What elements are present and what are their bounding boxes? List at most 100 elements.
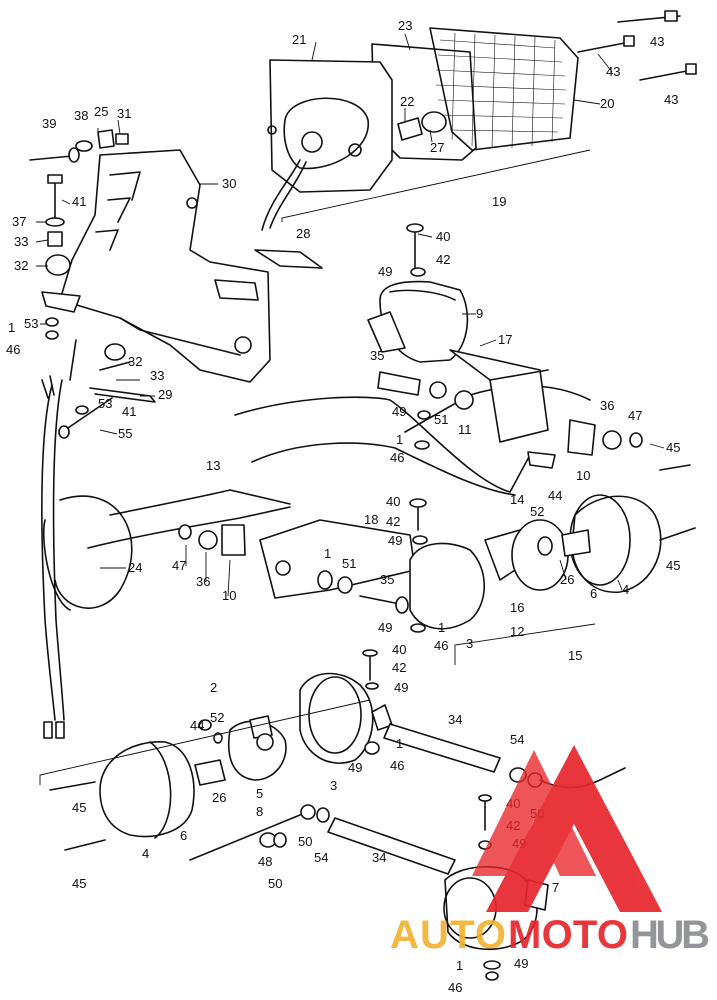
label-1: 1: [438, 620, 445, 635]
label-30: 30: [222, 176, 236, 191]
label-44: 44: [548, 488, 562, 503]
label-26: 26: [560, 572, 574, 587]
label-5: 5: [256, 786, 263, 801]
label-40: 40: [436, 229, 450, 244]
label-43: 43: [606, 64, 620, 79]
label-35: 35: [380, 572, 394, 587]
label-53: 53: [24, 316, 38, 331]
label-8: 8: [256, 804, 263, 819]
label-7: 7: [552, 880, 559, 895]
label-27: 27: [430, 140, 444, 155]
tail-light-assembly: [254, 10, 697, 269]
label-34: 34: [448, 712, 462, 727]
label-50: 50: [298, 834, 312, 849]
wires: [87, 385, 591, 549]
label-33: 33: [150, 368, 164, 383]
label-22: 22: [400, 94, 414, 109]
label-49: 49: [392, 404, 406, 419]
label-49: 49: [378, 620, 392, 635]
label-52: 52: [210, 710, 224, 725]
tail-light-lens: [429, 27, 579, 151]
label-13: 13: [206, 458, 220, 473]
label-43: 43: [664, 92, 678, 107]
label-46: 46: [434, 638, 448, 653]
label-46: 46: [390, 450, 404, 465]
label-32: 32: [14, 258, 28, 273]
label-48: 48: [258, 854, 272, 869]
label-19: 19: [492, 194, 506, 209]
label-39: 39: [42, 116, 56, 131]
label-20: 20: [600, 96, 614, 111]
label-46: 46: [6, 342, 20, 357]
label-16: 16: [510, 600, 524, 615]
label-11: 11: [458, 422, 472, 437]
label-29: 29: [158, 387, 172, 402]
label-45: 45: [666, 558, 680, 573]
label-1: 1: [396, 432, 403, 447]
label-49: 49: [514, 956, 528, 971]
label-26: 26: [212, 790, 226, 805]
tail-bulb: [397, 111, 447, 141]
label-49: 49: [378, 264, 392, 279]
watermark-triangle: [486, 745, 662, 912]
label-36: 36: [196, 574, 210, 589]
label-51: 51: [434, 412, 448, 427]
label-24: 24: [128, 560, 142, 575]
screws-43: [577, 10, 697, 81]
watermark-triangle-inner: [472, 750, 596, 876]
label-45: 45: [72, 800, 86, 815]
label-53: 53: [98, 396, 112, 411]
label-42: 42: [386, 514, 400, 529]
label-6: 6: [590, 586, 597, 601]
label-35: 35: [370, 348, 384, 363]
label-33: 33: [14, 234, 28, 249]
right-turn-signal: [178, 419, 696, 633]
label-42: 42: [436, 252, 450, 267]
label-40: 40: [386, 494, 400, 509]
label-51: 51: [342, 556, 356, 571]
label-21: 21: [292, 32, 306, 47]
watermark-logo: AUTO MOTO HUB: [390, 745, 710, 957]
label-25: 25: [94, 104, 108, 119]
label-32: 32: [128, 354, 142, 369]
label-3: 3: [466, 636, 473, 651]
tail-light-housing: [267, 59, 393, 193]
label-43: 43: [650, 34, 664, 49]
label-10: 10: [222, 588, 236, 603]
label-14: 14: [510, 492, 524, 507]
wire-harness: [41, 339, 133, 739]
label-1: 1: [456, 958, 463, 973]
label-2: 2: [210, 680, 217, 695]
label-37: 37: [12, 214, 26, 229]
stems: [189, 723, 626, 875]
label-45: 45: [666, 440, 680, 455]
lower-turn-signal-body: [299, 649, 393, 764]
label-9: 9: [476, 306, 483, 321]
label-49: 49: [388, 533, 402, 548]
left-hardware: [29, 129, 129, 340]
label-49: 49: [348, 760, 362, 775]
label-41: 41: [72, 194, 86, 209]
label-47: 47: [172, 558, 186, 573]
label-34: 34: [372, 850, 386, 865]
label-42: 42: [392, 660, 406, 675]
center-left-hardware: [58, 343, 156, 439]
label-31: 31: [117, 106, 131, 121]
label-47: 47: [628, 408, 642, 423]
leader-lines: [35, 33, 665, 597]
label-41: 41: [122, 404, 136, 419]
watermark-auto: AUTO: [390, 913, 506, 957]
label-1: 1: [8, 320, 15, 335]
watermark-hub: HUB: [630, 913, 710, 957]
lower-left-turn-signal: [49, 715, 287, 851]
label-23: 23: [398, 18, 412, 33]
label-46: 46: [448, 980, 462, 995]
label-46: 46: [390, 758, 404, 773]
label-54: 54: [510, 732, 524, 747]
label-18: 18: [364, 512, 378, 527]
label-38: 38: [74, 108, 88, 123]
label-44: 44: [190, 718, 204, 733]
label-55: 55: [118, 426, 132, 441]
wire-clamp: [254, 249, 323, 269]
